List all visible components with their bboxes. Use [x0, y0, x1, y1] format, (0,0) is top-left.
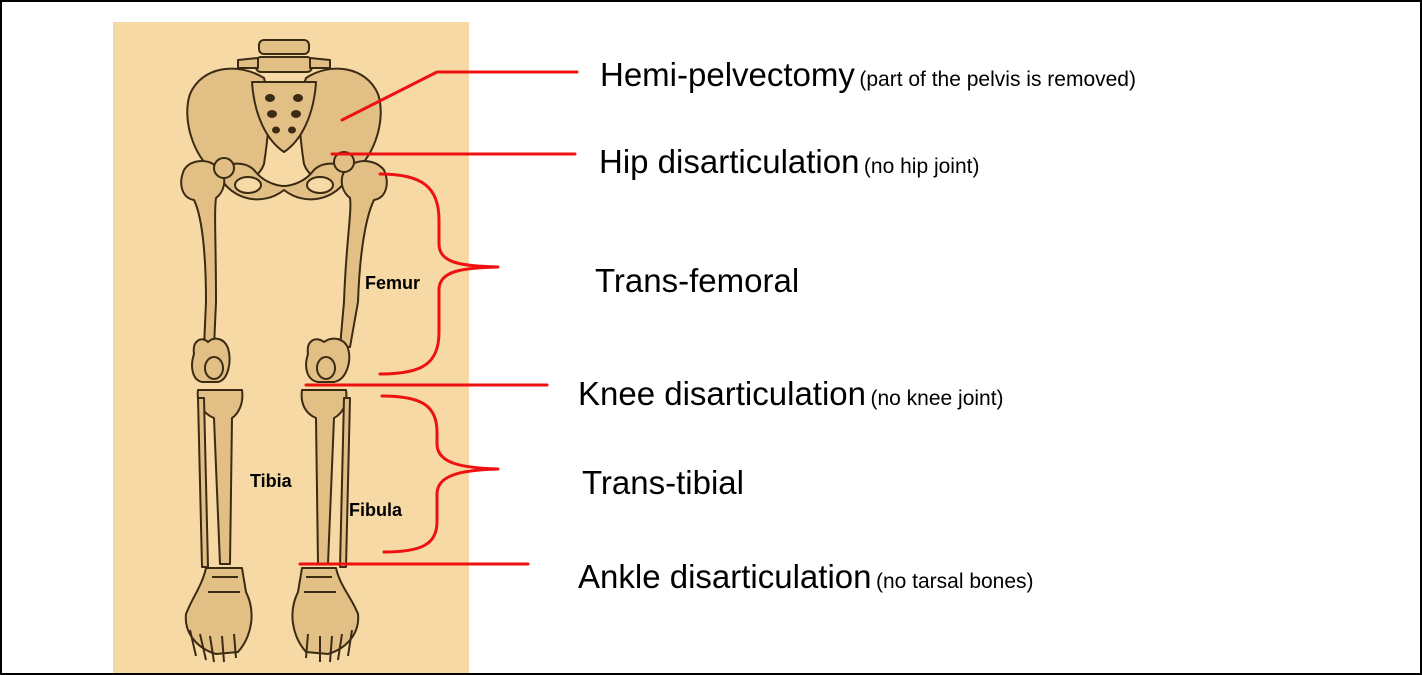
level-label-trans-femoral: Trans-femoral	[595, 264, 799, 297]
femur-label: Femur	[365, 274, 420, 292]
level-name: Trans-tibial	[582, 464, 744, 501]
level-name: Ankle disarticulation	[578, 558, 872, 595]
level-note: (no tarsal bones)	[876, 570, 1034, 593]
level-note: (no knee joint)	[870, 387, 1003, 410]
level-label-ankle-disarticulation: Ankle disarticulation (no tarsal bones)	[578, 560, 1034, 593]
level-name: Hip disarticulation	[599, 143, 859, 180]
level-label-hip-disarticulation: Hip disarticulation (no hip joint)	[599, 145, 979, 178]
tibia-label: Tibia	[250, 472, 292, 490]
level-name: Trans-femoral	[595, 262, 799, 299]
level-name: Hemi-pelvectomy	[600, 56, 855, 93]
level-label-trans-tibial: Trans-tibial	[582, 466, 744, 499]
patella-left	[317, 357, 335, 379]
level-label-hemi-pelvectomy: Hemi-pelvectomy (part of the pelvis is r…	[600, 58, 1136, 91]
patella-right	[205, 357, 223, 379]
obturator-foramen-right	[235, 177, 261, 193]
level-note: (no hip joint)	[864, 155, 980, 178]
level-note: (part of the pelvis is removed)	[859, 68, 1136, 91]
fibula-label: Fibula	[349, 501, 402, 519]
level-label-knee-disarticulation: Knee disarticulation (no knee joint)	[578, 377, 1004, 410]
obturator-foramen-left	[307, 177, 333, 193]
level-name: Knee disarticulation	[578, 375, 866, 412]
